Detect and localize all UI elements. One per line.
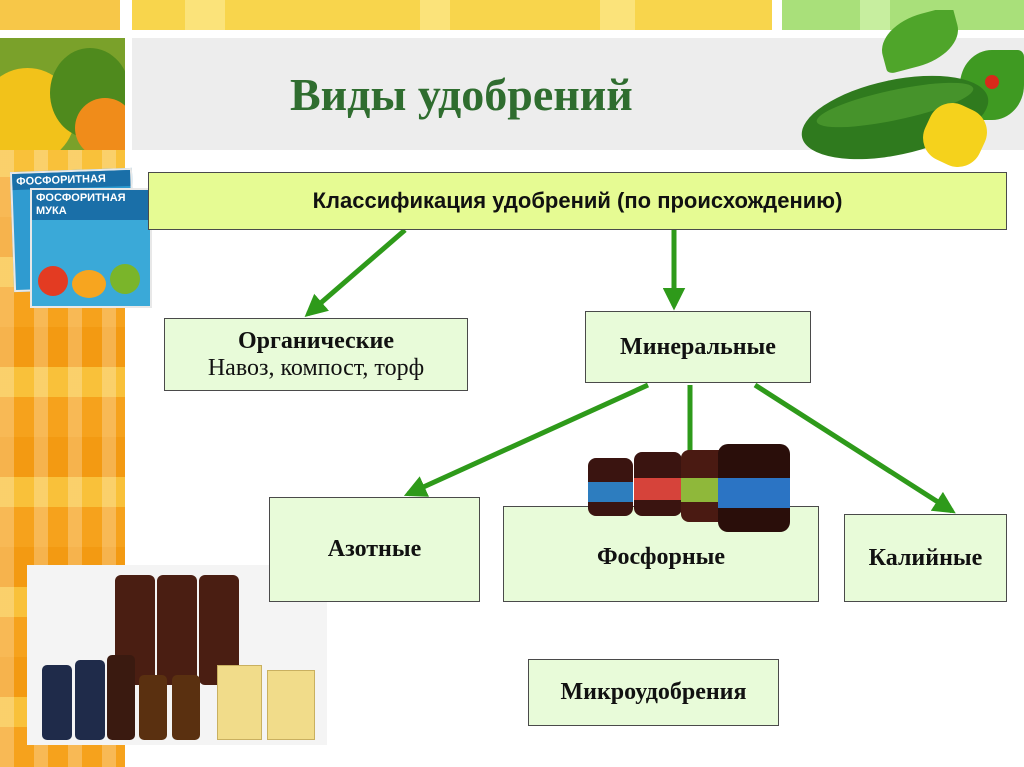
potassium-label: Калийные — [868, 544, 983, 571]
citrus-fruit-image — [0, 38, 125, 150]
package-label: ФОСФОРИТНАЯ МУКА — [32, 190, 150, 221]
phosphorus-label: Фосфорные — [596, 543, 726, 570]
organic-label: Органические — [237, 327, 394, 354]
arrow-to-potassium — [753, 382, 956, 514]
slide-title: Виды удобрений — [290, 69, 633, 120]
classification-root-label: Классификация удобрений (по происхождени… — [312, 188, 843, 213]
cucumber-image — [790, 10, 1024, 170]
classification-root-box: Классификация удобрений (по происхождени… — [148, 172, 1007, 230]
micro-label: Микроудобрения — [560, 679, 747, 705]
mineral-fertilizer-box: Минеральные — [585, 311, 811, 383]
mineral-label: Минеральные — [620, 333, 776, 360]
arrow-to-nitrogen — [403, 382, 650, 497]
nitrogen-label: Азотные — [327, 536, 422, 562]
organic-examples: Навоз, компост, торф — [207, 354, 425, 381]
top-decorative-stripe — [0, 0, 1024, 30]
arrow-to-organic — [304, 228, 407, 317]
potassium-fertilizer-box: Калийные — [844, 514, 1007, 602]
fertilizer-jars-image — [586, 444, 796, 532]
organic-fertilizer-box: Органические Навоз, компост, торф — [164, 318, 468, 391]
nitrogen-fertilizer-box: Азотные — [269, 497, 480, 602]
phosphorite-flour-package-image: ФОСФОРИТНАЯ ФОСФОРИТНАЯ МУКА — [9, 167, 152, 310]
micro-fertilizer-box: Микроудобрения — [528, 659, 779, 726]
